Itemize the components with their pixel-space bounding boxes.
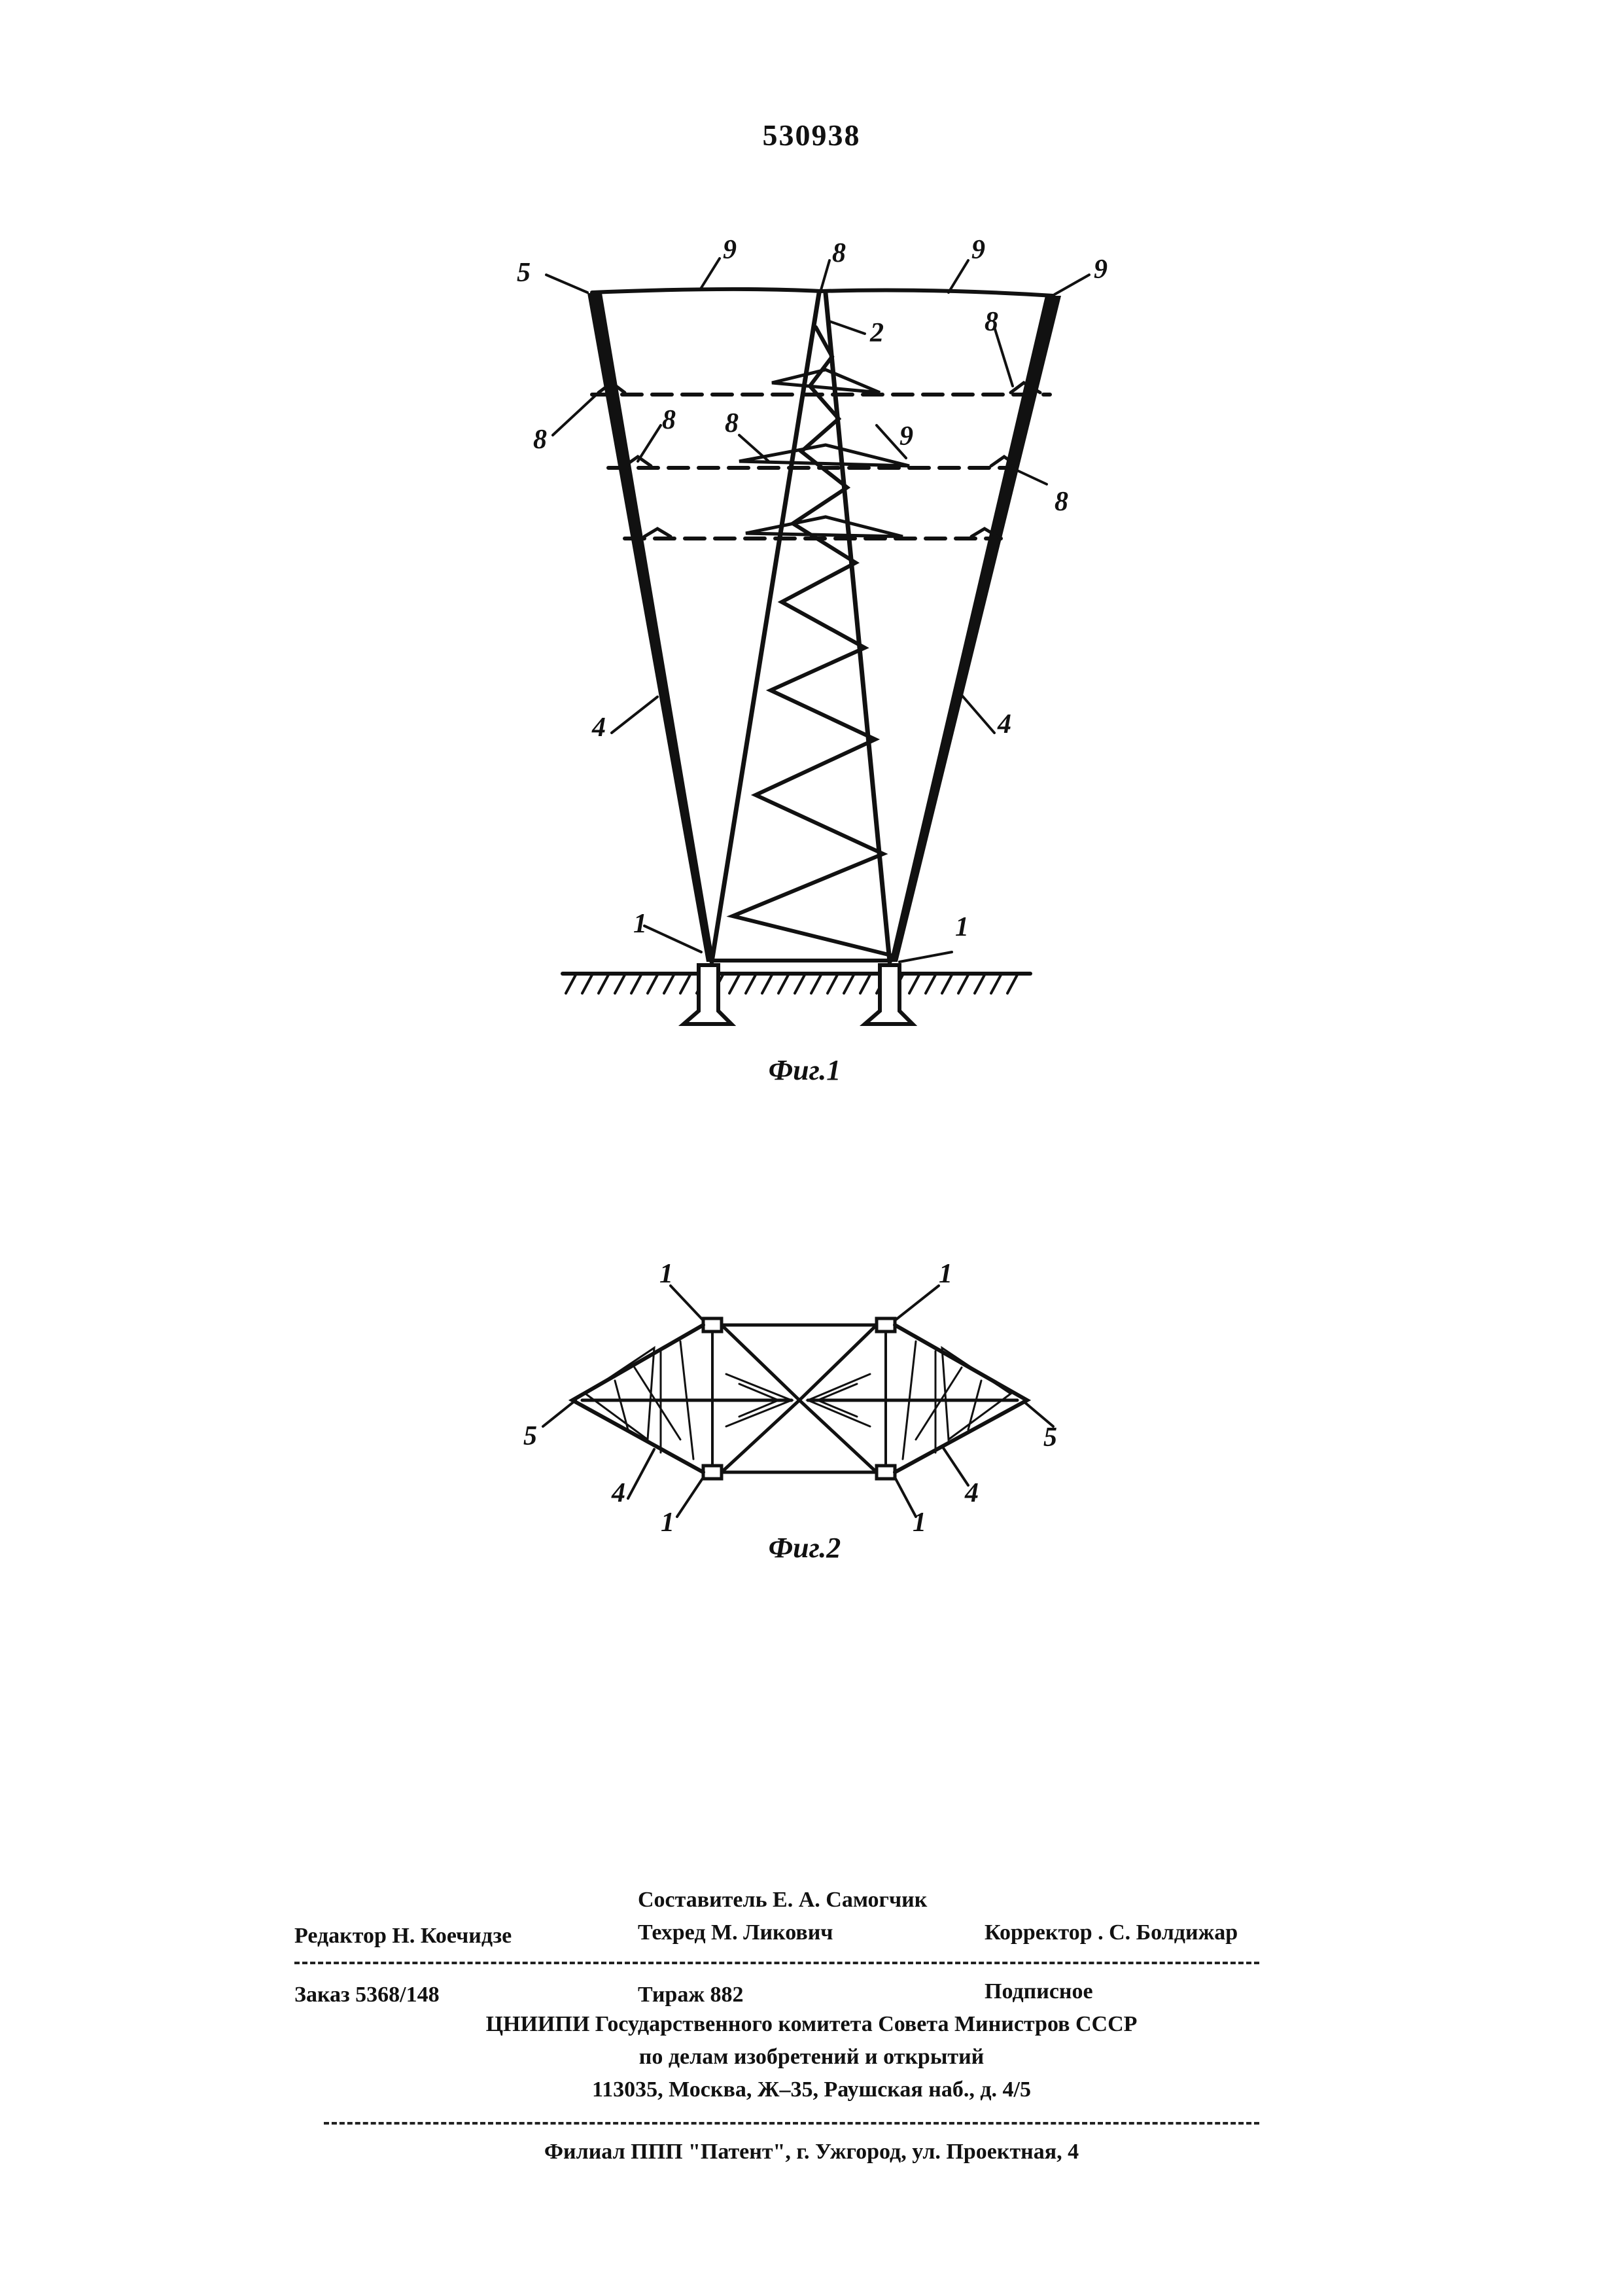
page-number: 530938 — [762, 118, 861, 152]
fig1-label-8top: 8 — [832, 238, 846, 268]
fig2-label-4-right: 4 — [964, 1478, 979, 1508]
imprint-divider-2 — [324, 2122, 1259, 2125]
fig2-label-1-bottom-left: 1 — [661, 1508, 674, 1538]
imprint-corrector: Корректор . С. Болдижар — [985, 1920, 1238, 1945]
fig2-label-5-left: 5 — [523, 1421, 537, 1451]
imprint-print-run: Тираж 882 — [638, 1983, 744, 2007]
fig1-label-4r: 4 — [997, 709, 1011, 739]
fig1-label-4l: 4 — [591, 713, 606, 743]
fig1-label-9d: 9 — [899, 421, 913, 451]
imprint-branch: Филиал ППП "Патент", г. Ужгород, ул. Про… — [544, 2140, 1079, 2164]
fig1-label-8r: 8 — [985, 307, 998, 337]
fig2-label-1-bottom-right: 1 — [913, 1508, 926, 1538]
fig1-label-9b: 9 — [971, 235, 985, 265]
imprint-organization-sub: по делам изобретений и открытий — [638, 2045, 985, 2069]
imprint-divider-1 — [294, 1962, 1259, 1964]
figure-1-caption: Фиг.1 — [768, 1054, 841, 1086]
imprint-subscription: Подписное — [985, 1979, 1093, 2004]
fig1-label-1l: 1 — [633, 909, 647, 939]
figure-2-drawing: 1 1 5 5 4 4 1 1 — [523, 1259, 1057, 1538]
fig1-label-8c: 8 — [725, 408, 739, 438]
fig2-label-5-right: 5 — [1043, 1422, 1057, 1453]
fig1-label-8l: 8 — [533, 425, 547, 455]
imprint-editor: Редактор Н. Коечидзе — [294, 1924, 512, 1948]
imprint-compiler: Составитель Е. А. Самогчик — [638, 1888, 928, 1912]
fig1-label-9a: 9 — [723, 235, 737, 265]
fig1-label-5: 5 — [517, 258, 531, 288]
fig1-label-1r: 1 — [955, 912, 969, 942]
figure-2-caption: Фиг.2 — [768, 1532, 841, 1564]
fig2-label-4-left: 4 — [611, 1478, 625, 1508]
imprint-tech: Техред М. Ликович — [638, 1920, 833, 1945]
imprint-order: Заказ 5368/148 — [294, 1983, 440, 2007]
fig1-label-9c: 9 — [1094, 255, 1108, 285]
fig1-label-8d: 8 — [1055, 487, 1068, 517]
figure-1-drawing: 5 9 8 9 9 2 8 8 8 8 9 8 4 4 1 1 — [517, 235, 1108, 1026]
imprint-organization: ЦНИИПИ Государственного комитета Совета … — [485, 2012, 1138, 2036]
fig1-label-8b: 8 — [662, 405, 676, 435]
fig2-label-1-top-right: 1 — [939, 1259, 952, 1289]
fig2-label-1-top-left: 1 — [659, 1259, 673, 1289]
fig1-label-2: 2 — [869, 318, 884, 348]
imprint-address: 113035, Москва, Ж–35, Раушская наб., д. … — [592, 2077, 1031, 2102]
